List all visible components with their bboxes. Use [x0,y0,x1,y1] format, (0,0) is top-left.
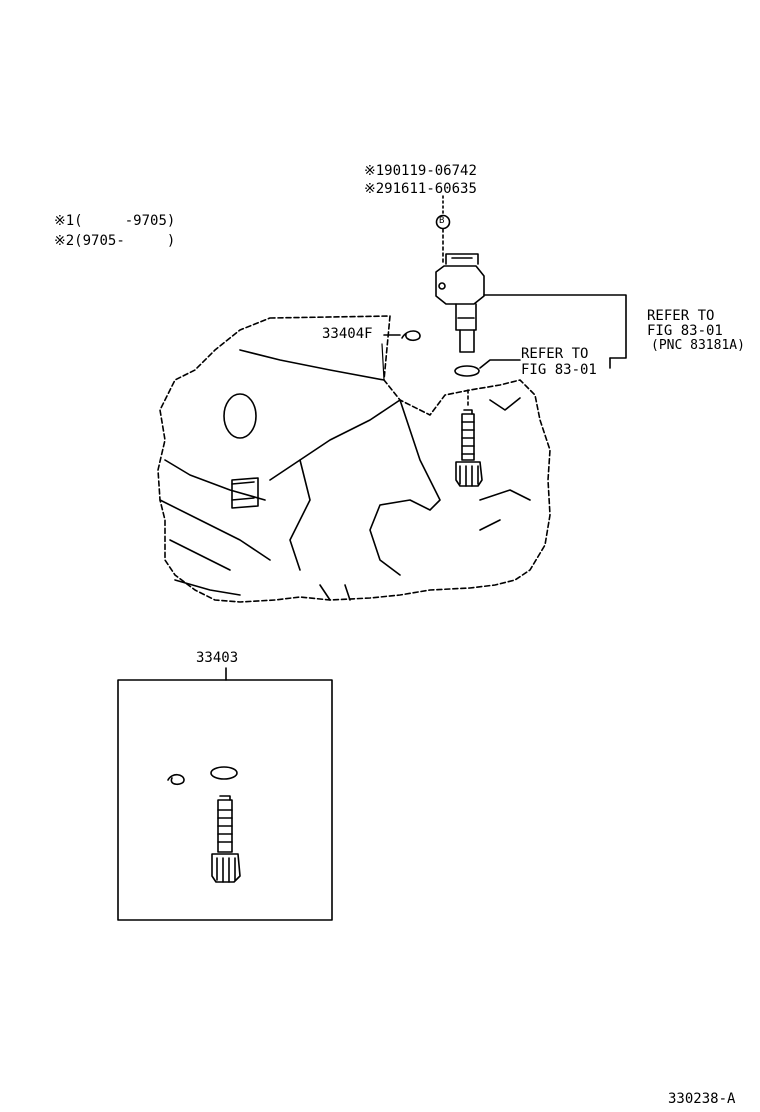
kit-part-label: 33403 [196,650,239,666]
legend-line1: ※1( -9705) [54,213,175,229]
refer-upper-line2: FIG 83-01 [647,323,723,339]
refer-upper-line3: (PNC 83181A) [651,338,745,353]
legend-range2: (9705- ) [74,233,176,249]
legend-marker2: ※2 [54,233,75,249]
kit-gear [211,795,241,883]
clip-label-leader [381,343,385,381]
refer-upper-line1: REFER TO [647,308,715,324]
clip-33404f [383,330,421,342]
refer-lower-line1: REFER TO [521,346,589,362]
figure-code: 330238-A [668,1091,736,1107]
legend-marker1: ※1 [54,213,75,229]
callout-b-letter: B [439,216,445,226]
sensor-part-line2: ※291611-60635 [364,181,477,197]
kit-o-ring [210,766,238,780]
housing-details [159,349,531,601]
speed-sensor [435,253,485,353]
refer-lower-line2: FIG 83-01 [521,362,597,378]
legend-line2: ※2(9705- ) [54,233,175,249]
clip-part-label: 33404F [322,326,373,342]
sensor-part1: 90119-06742 [384,163,477,179]
refer-upper-bracket [483,294,627,359]
sensor-part-line1: ※190119-06742 [364,163,477,179]
kit-clip [167,773,185,786]
refer-lower-leader [479,357,611,369]
o-ring [454,365,480,377]
transmission-housing [157,315,551,603]
legend-range1: ( -9705) [74,213,176,229]
driven-gear [455,409,483,487]
kit-box [117,667,333,921]
callout-b-leader [435,195,451,263]
sensor-marker1: ※1 [364,163,385,179]
sensor-part2: 91611-60635 [384,181,477,197]
sensor-marker2: ※2 [364,181,385,197]
